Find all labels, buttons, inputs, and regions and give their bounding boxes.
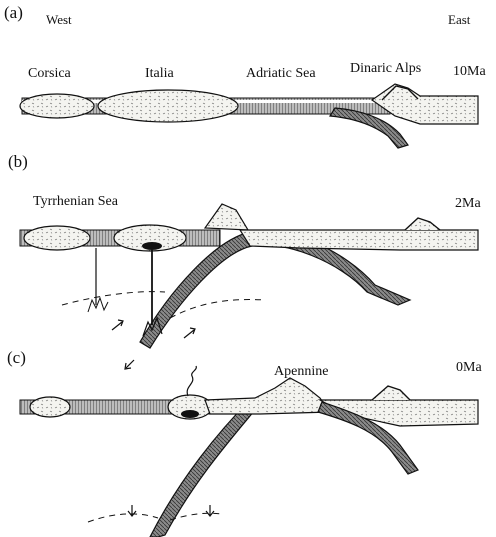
panel-a: (a) West East Corsica Italia Adriatic Se… [4, 3, 486, 148]
panel-b-age: 2Ma [455, 196, 481, 211]
dinaric-plate-a [372, 84, 478, 124]
flow-arrow-1-b [112, 322, 122, 330]
west-label: West [46, 12, 72, 27]
apennine-crust-c [205, 378, 330, 414]
magma-root-left-b [88, 298, 108, 312]
panel-b: (b) Tyrrhenian Sea 2Ma [8, 152, 481, 369]
asthenosphere-boundary-left-c [88, 514, 158, 522]
tyrrhenian-sea-label: Tyrrhenian Sea [33, 194, 119, 209]
magma-chamber-b [142, 242, 162, 250]
flow-arrow-3-b [126, 360, 134, 368]
apennine-mountain-b [205, 204, 248, 230]
dinaric-alps-mountain-c [372, 386, 410, 400]
corsica-block-a [20, 94, 94, 118]
deep-slab-c [150, 400, 255, 537]
dinaric-alps-mountain-b [405, 218, 440, 230]
adriatic-sea-label: Adriatic Sea [246, 66, 316, 81]
panel-c-label: (c) [7, 348, 26, 367]
asthenosphere-boundary-right-c [170, 513, 222, 520]
east-label: East [448, 12, 471, 27]
panel-b-label: (b) [8, 152, 28, 171]
flow-arrow-2-b [184, 330, 194, 338]
asthenosphere-boundary-left-b [62, 292, 165, 305]
panel-c: (c) Apennine 0Ma [7, 348, 482, 537]
corsica-block-b [24, 226, 90, 250]
adriatic-plate-b [240, 230, 478, 250]
dinaric-alps-label: Dinaric Alps [350, 61, 421, 76]
volcano-plume-c [187, 366, 196, 396]
corsica-block-c [30, 397, 70, 417]
italia-block-a [98, 90, 238, 122]
italia-label: Italia [145, 66, 175, 81]
panel-a-label: (a) [4, 3, 23, 22]
panel-a-age: 10Ma [453, 64, 486, 79]
panel-c-age: 0Ma [456, 360, 482, 375]
asthenosphere-boundary-right-b [170, 300, 265, 318]
magma-chamber-c [181, 410, 199, 418]
apennine-label: Apennine [274, 364, 328, 379]
corsica-label: Corsica [28, 66, 72, 81]
